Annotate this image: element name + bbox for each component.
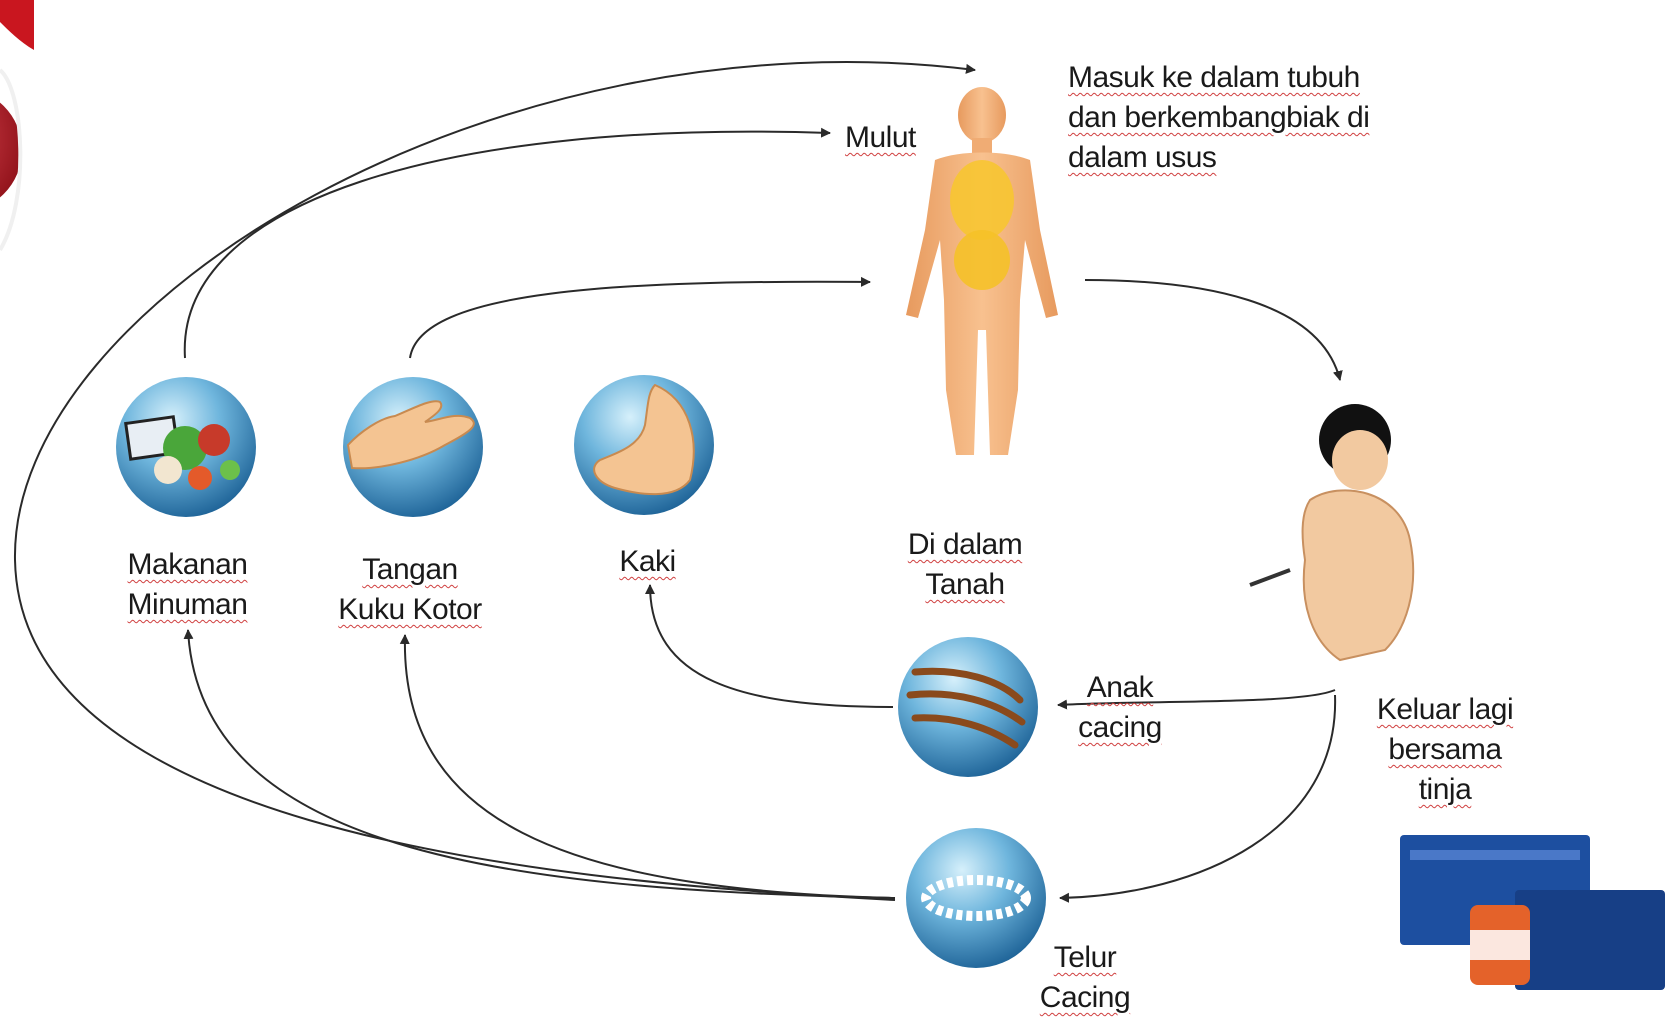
label-keluar-tinja: Keluar lagi bersama tinja	[1355, 690, 1535, 810]
label-telur-cacing: Telur Cacing	[1020, 938, 1150, 1018]
label-tangan-kuku: Tangan Kuku Kotor	[310, 550, 510, 630]
human-body-icon	[906, 87, 1058, 455]
worm-larvae-icon	[898, 637, 1038, 777]
medicine-box-icon	[1400, 835, 1665, 990]
corner-decoration	[0, 0, 34, 250]
label-di-dalam-tanah: Di dalam Tanah	[885, 525, 1045, 605]
arrow-food-to-mouth	[185, 132, 830, 358]
label-makanan-minuman: Makanan Minuman	[100, 545, 275, 625]
food-plate-icon	[116, 377, 256, 517]
label-masuk-tubuh: Masuk ke dalam tubuh dan berkembangbiak …	[1068, 58, 1369, 178]
arrow-body-to-child	[1085, 280, 1340, 380]
arrow-larva-to-foot	[650, 585, 893, 707]
label-kaki: Kaki	[600, 542, 695, 582]
label-mulut: Mulut	[845, 118, 916, 158]
arrow-eggs-to-food	[188, 630, 895, 898]
label-anak-cacing: Anak cacing	[1060, 668, 1180, 748]
hand-icon	[343, 377, 483, 517]
arrow-hand-to-body	[410, 282, 870, 358]
squatting-child-icon	[1250, 404, 1413, 660]
foot-icon	[574, 375, 714, 515]
